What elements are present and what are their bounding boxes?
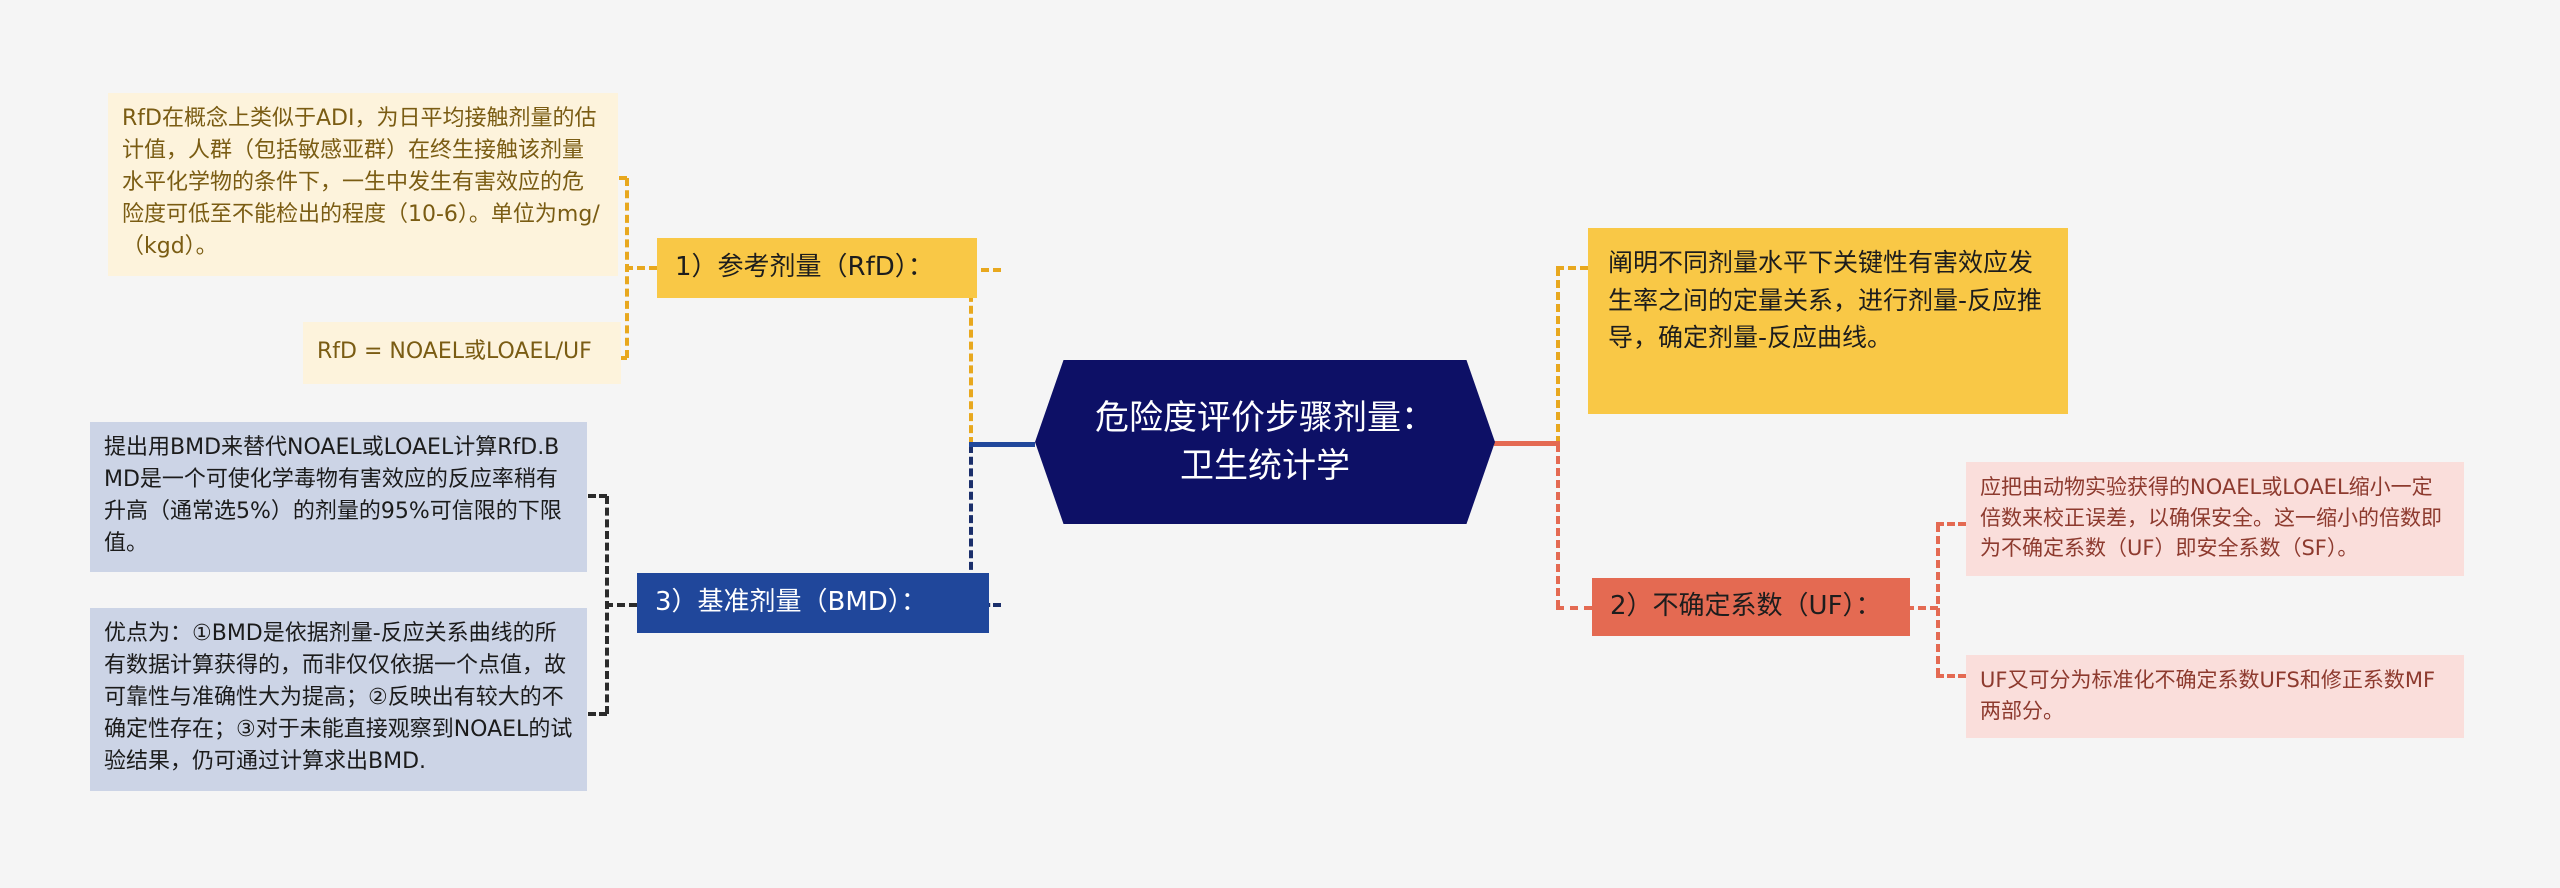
note-bmd-advantages: 优点为：①BMD是依据剂量-反应关系曲线的所有数据计算获得的，而非仅仅依据一个点… — [90, 608, 587, 791]
connector-uf-subspine — [1936, 524, 1940, 676]
note-bmd-definition: 提出用BMD来替代NOAEL或LOAEL计算RfD.BMD是一个可使化学毒物有害… — [90, 422, 587, 573]
connector-bmd-branch-in — [605, 603, 637, 607]
branch-dose-response-label: 阐明不同剂量水平下关键性有害效应发生率之间的定量关系，进行剂量-反应推导，确定剂… — [1608, 248, 2043, 352]
branch-dose-response[interactable]: 阐明不同剂量水平下关键性有害效应发生率之间的定量关系，进行剂量-反应推导，确定剂… — [1588, 228, 2068, 414]
branch-reference-dose-label: 1）参考剂量（RfD）： — [675, 252, 934, 283]
branch-uncertainty-factor[interactable]: 2）不确定系数（UF）： — [1592, 578, 1910, 636]
connector-right-hub-stub — [1494, 441, 1560, 446]
note-rfd-formula: RfD = NOAEL或LOAEL/UF — [303, 322, 621, 385]
connector-right-spine-red — [1556, 444, 1560, 608]
connector-bmd-note2-stub — [577, 712, 607, 716]
connector-rfd-branch-in — [625, 266, 657, 270]
connector-uf-note2-stub — [1936, 674, 1966, 678]
connector-uf-stub — [1556, 606, 1592, 610]
connector-uf-note1-stub — [1936, 522, 1966, 526]
connector-rfd-stub — [969, 268, 1001, 272]
connector-left-hub-stub — [969, 442, 1035, 447]
connector-bmd-note1-stub — [577, 494, 607, 498]
central-topic-label: 危险度评价步骤剂量：卫生统计学 — [1095, 397, 1435, 486]
connector-dose-response-stub — [1556, 266, 1588, 270]
connector-left-spine-yellow — [969, 270, 973, 445]
branch-uncertainty-factor-label: 2）不确定系数（UF）： — [1610, 591, 1882, 622]
connector-right-spine-yellow — [1556, 268, 1560, 444]
note-rfd-definition: RfD在概念上类似于ADI，为日平均接触剂量的估计值，人群（包括敏感亚群）在终生… — [108, 93, 618, 276]
note-uf-components: UF又可分为标准化不确定系数UFS和修正系数MF两部分。 — [1966, 655, 2464, 739]
connector-uf-branch-in — [1906, 606, 1938, 610]
connector-left-spine-navy — [969, 445, 973, 605]
branch-reference-dose[interactable]: 1）参考剂量（RfD）： — [657, 238, 977, 298]
branch-benchmark-dose-label: 3）基准剂量（BMD）： — [655, 587, 927, 618]
note-uf-definition: 应把由动物实验获得的NOAEL或LOAEL缩小一定倍数来校正误差，以确保安全。这… — [1966, 462, 2464, 576]
branch-benchmark-dose[interactable]: 3）基准剂量（BMD）： — [637, 573, 989, 633]
central-topic[interactable]: 危险度评价步骤剂量：卫生统计学 — [1035, 360, 1495, 524]
